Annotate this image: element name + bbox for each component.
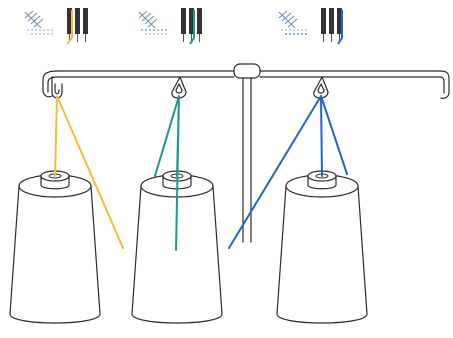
- thread-guide-center: [171, 76, 187, 99]
- spool-right-body: [276, 185, 368, 324]
- stitch-pattern-icon: [24, 10, 55, 35]
- stitch-pattern-icon: [278, 10, 309, 35]
- spool-left: [9, 170, 101, 324]
- thread-guide-right: [313, 76, 329, 99]
- thread-highlight: [66, 10, 73, 45]
- stand-pole: [242, 77, 252, 243]
- spool-left-body: [9, 185, 101, 324]
- stitch-needle-icon-2: [138, 8, 202, 45]
- stand-knob: [233, 63, 261, 79]
- stitch-needle-icon-3: [278, 8, 343, 45]
- left-end-hook: [42, 70, 59, 98]
- threads: [54, 95, 348, 251]
- stitch-pattern-icon: [138, 10, 169, 35]
- thread-stand: [42, 63, 450, 243]
- stand-crossbar: [57, 70, 441, 78]
- needle-set-icon: [321, 8, 343, 45]
- thread-highlight: [189, 10, 195, 45]
- right-end-hook: [439, 70, 450, 99]
- thread-guide-left: [51, 76, 63, 99]
- stitch-needle-icon-1: [24, 8, 88, 45]
- thread-teal: [154, 95, 180, 251]
- needle-set-icon: [66, 8, 88, 45]
- spool-center: [131, 170, 223, 324]
- thread-yellow: [54, 95, 124, 249]
- thread-blue: [228, 95, 348, 249]
- spool-right: [276, 170, 368, 324]
- needle-set-icon: [181, 8, 202, 45]
- spool-center-body: [131, 185, 223, 324]
- thread-highlight: [337, 10, 343, 45]
